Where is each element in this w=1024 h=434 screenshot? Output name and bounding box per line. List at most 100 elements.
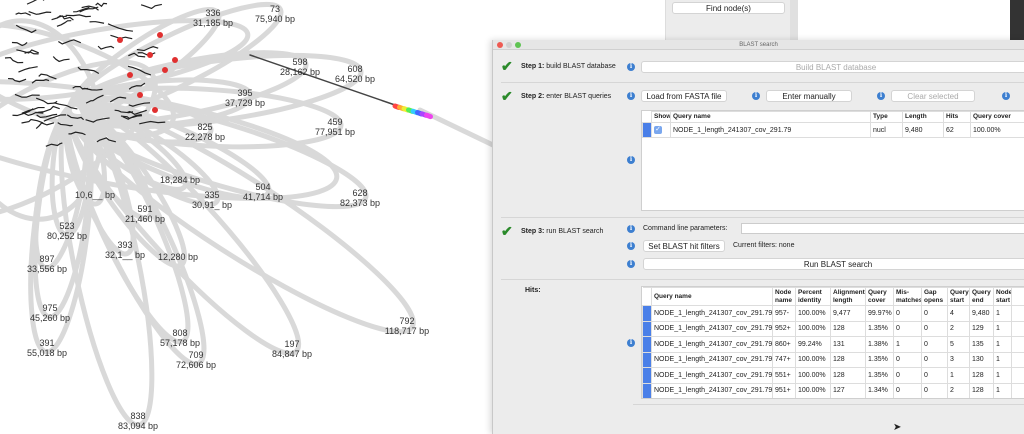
dense-node-cluster[interactable] — [128, 52, 146, 58]
dense-node-cluster[interactable] — [35, 122, 55, 130]
dense-node-cluster[interactable] — [31, 79, 50, 84]
dense-node-cluster[interactable] — [127, 65, 152, 76]
dense-node-cluster[interactable] — [15, 24, 37, 34]
dense-node-cluster[interactable] — [77, 66, 100, 75]
clear-selected-button[interactable]: Clear selected — [891, 90, 975, 102]
dense-node-cluster[interactable] — [136, 46, 159, 52]
dense-node-cluster[interactable] — [37, 105, 60, 113]
column-header[interactable]: Query name — [651, 287, 773, 306]
minimize-button[interactable] — [506, 42, 512, 48]
column-header[interactable]: Query cover — [970, 111, 1024, 123]
info-icon[interactable]: i — [627, 92, 635, 100]
info-icon[interactable]: i — [627, 156, 635, 164]
highlighted-node[interactable] — [162, 67, 168, 73]
column-header[interactable]: Query cover — [865, 287, 894, 306]
dense-node-cluster[interactable] — [51, 15, 67, 21]
graph-edge[interactable] — [0, 57, 344, 222]
dense-node-cluster[interactable] — [56, 20, 72, 27]
dense-node-cluster[interactable] — [66, 114, 85, 121]
build-database-button[interactable]: Build BLAST database — [641, 61, 1024, 73]
info-icon[interactable]: i — [1002, 92, 1010, 100]
column-header[interactable]: Alignment length — [830, 287, 866, 306]
dense-node-cluster[interactable] — [85, 117, 110, 123]
column-header[interactable]: Percent identity — [795, 287, 831, 306]
dense-node-cluster[interactable] — [52, 56, 70, 63]
highlighted-node[interactable] — [157, 32, 163, 38]
info-icon[interactable]: i — [627, 63, 635, 71]
column-header[interactable]: Mis-matches — [893, 287, 922, 306]
column-header[interactable]: Gap opens — [921, 287, 948, 306]
dense-node-cluster[interactable] — [45, 142, 63, 147]
dense-node-cluster[interactable] — [109, 96, 127, 103]
dense-node-cluster[interactable] — [128, 102, 151, 107]
highlighted-node[interactable] — [172, 57, 178, 63]
dense-node-cluster[interactable] — [24, 51, 39, 55]
dense-node-cluster[interactable] — [79, 6, 99, 13]
highlighted-node[interactable] — [152, 107, 158, 113]
node-label[interactable]: 10,6__ bp — [75, 190, 115, 200]
dense-node-cluster[interactable] — [43, 114, 67, 122]
dense-node-cluster[interactable] — [21, 106, 45, 114]
load-fasta-button[interactable]: Load from FASTA file — [641, 90, 727, 102]
dense-node-cluster[interactable] — [114, 109, 134, 114]
dense-node-cluster[interactable] — [85, 94, 104, 104]
highlighted-node[interactable] — [127, 72, 133, 78]
dense-node-cluster[interactable] — [53, 102, 78, 110]
highlighted-node[interactable] — [147, 52, 153, 58]
info-icon[interactable]: i — [627, 339, 635, 347]
dense-node-cluster[interactable] — [97, 45, 115, 50]
command-line-input[interactable] — [741, 223, 1024, 234]
enter-manually-button[interactable]: Enter manually — [766, 90, 852, 102]
dense-node-cluster[interactable] — [139, 120, 166, 125]
graph-edge[interactable] — [0, 32, 178, 249]
column-header[interactable]: Hits — [943, 111, 971, 123]
info-icon[interactable]: i — [627, 242, 635, 250]
dense-node-cluster[interactable] — [65, 14, 91, 18]
dense-node-cluster[interactable] — [137, 52, 156, 56]
dense-node-cluster[interactable] — [128, 82, 146, 90]
dense-node-cluster[interactable] — [96, 137, 117, 143]
dense-node-cluster[interactable] — [28, 10, 52, 15]
dense-node-cluster[interactable] — [21, 118, 44, 124]
column-header[interactable]: Query name — [670, 111, 871, 123]
dense-node-cluster[interactable] — [18, 66, 38, 73]
dense-node-cluster[interactable] — [68, 131, 86, 136]
run-blast-button[interactable]: Run BLAST search — [643, 258, 1024, 270]
find-nodes-button[interactable]: Find node(s) — [672, 2, 785, 14]
dense-node-cluster[interactable] — [89, 21, 105, 24]
dense-node-cluster[interactable] — [16, 49, 39, 54]
node-label[interactable]: 18,284 bp — [160, 175, 200, 185]
check-icon[interactable]: ✓ — [654, 126, 662, 134]
highlighted-node[interactable] — [117, 37, 123, 43]
info-icon[interactable]: i — [627, 225, 635, 233]
dense-node-cluster[interactable] — [73, 6, 90, 13]
zoom-button[interactable] — [515, 42, 521, 48]
dense-node-cluster[interactable] — [81, 5, 99, 11]
column-header[interactable]: Node start — [993, 287, 1012, 306]
dense-node-cluster[interactable] — [35, 97, 58, 105]
dense-node-cluster[interactable] — [127, 109, 147, 116]
selected-edge[interactable] — [249, 54, 396, 106]
